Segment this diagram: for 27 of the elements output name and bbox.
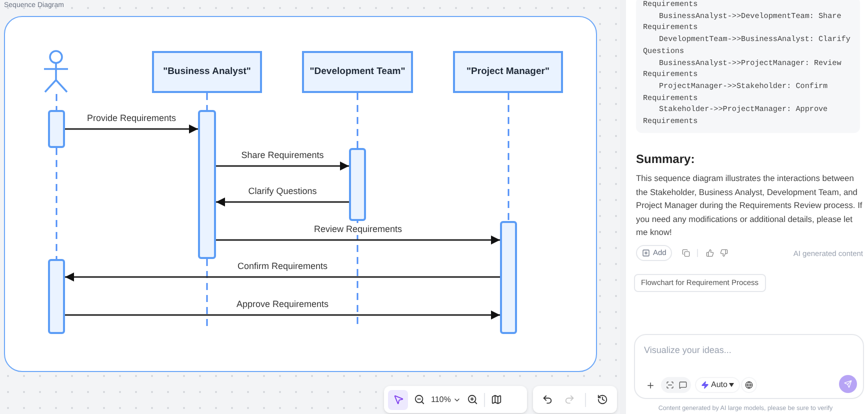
- lifeline: [206, 259, 208, 327]
- message-arrow: [65, 310, 500, 320]
- activation-bar: [500, 221, 517, 334]
- lifeline: [356, 221, 358, 327]
- participant-box: "Business Analyst": [152, 51, 262, 93]
- mode-select-button: Auto: [695, 377, 740, 393]
- summary-heading: Summary:: [636, 151, 695, 168]
- message-arrow: [216, 236, 500, 244]
- summary-paragraph: This sequence diagram illustrates the interactions between the Stakeholder, Business Analyst, Development Team, and Project Manager during the Requirements Review process. If you need any modifications or additional details, please let me know!: [636, 172, 864, 239]
- lifeline: [56, 148, 58, 259]
- participant-box: "Development Team": [302, 51, 413, 93]
- message-arrow: [65, 272, 500, 282]
- activation-bar: [48, 110, 65, 148]
- activation-bar: [48, 259, 65, 334]
- activation-bar: [349, 148, 366, 221]
- prompt-input-field: Visualize your ideas...: [644, 344, 732, 358]
- lifeline: [56, 94, 58, 110]
- lifeline: [356, 93, 358, 148]
- actor-icon: [42, 50, 70, 94]
- lifeline: [508, 93, 510, 221]
- activation-bar: [198, 110, 216, 259]
- message-arrow: [65, 124, 198, 134]
- message-arrow: [216, 162, 349, 170]
- lifeline: [206, 93, 208, 110]
- zoom-level-select: 110%: [431, 394, 461, 406]
- participant-box: "Project Manager": [453, 51, 563, 93]
- message-arrow: [216, 198, 349, 206]
